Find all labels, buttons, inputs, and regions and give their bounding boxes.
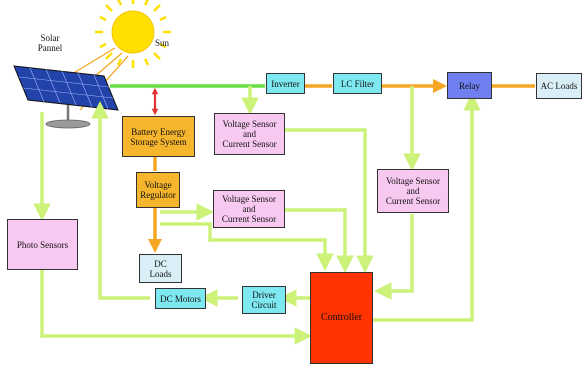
photo-sensors-block: Photo Sensors	[7, 219, 78, 270]
ac-power-lines	[148, 79, 535, 253]
voltage-current-sensor-mid-block: Voltage Sensor and Current Sensor	[213, 190, 285, 228]
dc-loads-block: DC Loads	[139, 254, 182, 283]
driver-circuit-block: Driver Circuit	[242, 286, 286, 314]
dc-motors-block: DC Motors	[155, 288, 206, 309]
relay-block: Relay	[447, 72, 492, 99]
voltage-regulator-block: Voltage Regulator	[136, 172, 180, 208]
signal-lines	[33, 86, 481, 345]
controller-block: Controller	[310, 272, 373, 364]
voltage-current-sensor-right-block: Voltage Sensor and Current Sensor	[377, 169, 449, 213]
ac-loads-block: AC Loads	[536, 73, 582, 99]
lc-filter-block: LC Filter	[333, 73, 382, 94]
solar-panel-label: Solar Pannel	[37, 33, 63, 53]
solar-panel-icon	[13, 65, 119, 129]
sun-label: Sun	[155, 38, 170, 48]
battery-storage-block: Battery Energy Storage System	[122, 116, 195, 157]
sun-icon	[95, 0, 171, 68]
inverter-block: Inverter	[266, 73, 305, 94]
voltage-current-sensor-top-block: Voltage Sensor and Current Sensor	[214, 113, 285, 155]
